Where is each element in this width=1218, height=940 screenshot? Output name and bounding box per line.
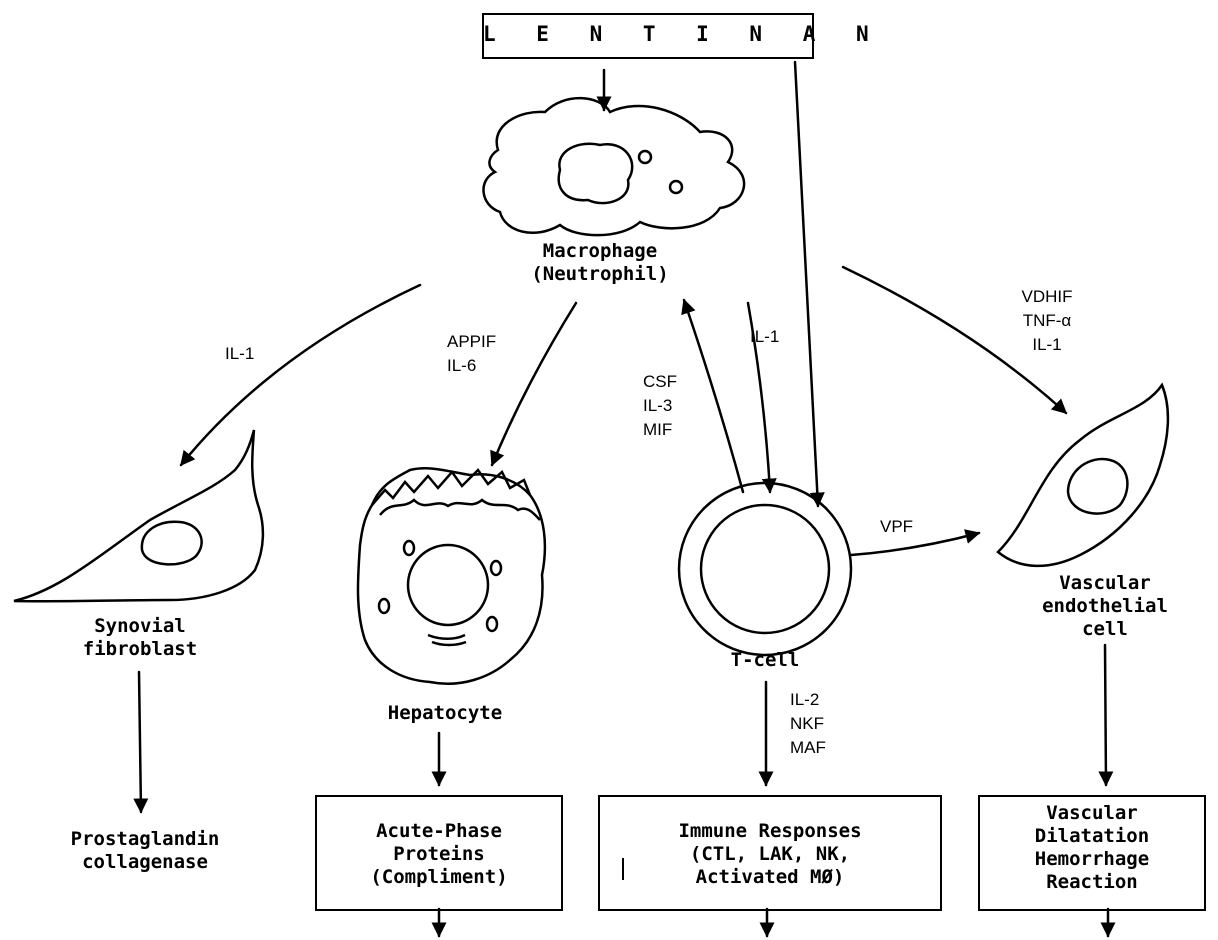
arrow-macrophage-to-tcell bbox=[746, 301, 777, 494]
immune-responses-outcome: Immune Responses (CTL, LAK, NK, Activate… bbox=[678, 820, 862, 888]
t-cell-icon bbox=[677, 481, 853, 657]
vascular-endothelial-cell-icon bbox=[996, 382, 1170, 568]
vascular-outcome-box bbox=[978, 795, 1206, 911]
vascular-endothelial-label: Vascular endothelial cell bbox=[1042, 572, 1168, 640]
hepatocyte-icon bbox=[356, 467, 547, 685]
arrow-macrophage-to-hepatocyte bbox=[490, 301, 578, 467]
synovial-fibroblast-label: Synovial fibroblast bbox=[82, 615, 198, 660]
mediator-immune: IL-2 NKF MAF bbox=[790, 690, 826, 757]
mediator-tcell-up: CSF IL-3 MIF bbox=[643, 372, 677, 439]
hepatocyte-label: Hepatocyte bbox=[387, 702, 503, 724]
lentinan-box bbox=[482, 13, 814, 59]
immune-responses-box bbox=[598, 795, 942, 911]
synovial-fibroblast-icon bbox=[13, 429, 265, 603]
arrow-macrophage-to-synovial bbox=[179, 283, 422, 467]
arrow-macrophage-to-vascular bbox=[841, 265, 1068, 415]
mediator-synovial: IL-1 bbox=[225, 344, 255, 363]
t-cell-label: T-cell bbox=[730, 649, 800, 671]
macrophage-cell-icon bbox=[482, 96, 746, 237]
vascular-outcome: Vascular Dilatation Hemorrhage Reaction bbox=[1034, 802, 1150, 893]
mediator-vpf: VPF bbox=[880, 517, 914, 536]
arrow-synovial-to-prostaglandin bbox=[133, 670, 149, 814]
arrow-tcell-to-vascular-vpf bbox=[849, 529, 981, 557]
mediator-vascular: VDHIF TNF-α IL-1 bbox=[1021, 287, 1073, 354]
arrow-tcell-to-macrophage bbox=[681, 298, 745, 494]
acute-phase-box bbox=[315, 795, 563, 911]
prostaglandin-outcome: Prostaglandin collagenase bbox=[70, 828, 220, 873]
mediator-hepatocyte: APPIF IL-6 bbox=[447, 332, 497, 375]
arrow-vascular-to-outcome bbox=[1098, 643, 1114, 787]
lentinan-title: L E N T I N A N bbox=[483, 22, 883, 46]
mediator-tcell-down: IL-1 bbox=[750, 327, 780, 346]
acute-phase-outcome: Acute-Phase Proteins (Compliment) bbox=[370, 820, 508, 888]
macrophage-label: Macrophage (Neutrophil) bbox=[531, 240, 669, 285]
arrow-lentinan-to-tcell bbox=[793, 60, 825, 508]
